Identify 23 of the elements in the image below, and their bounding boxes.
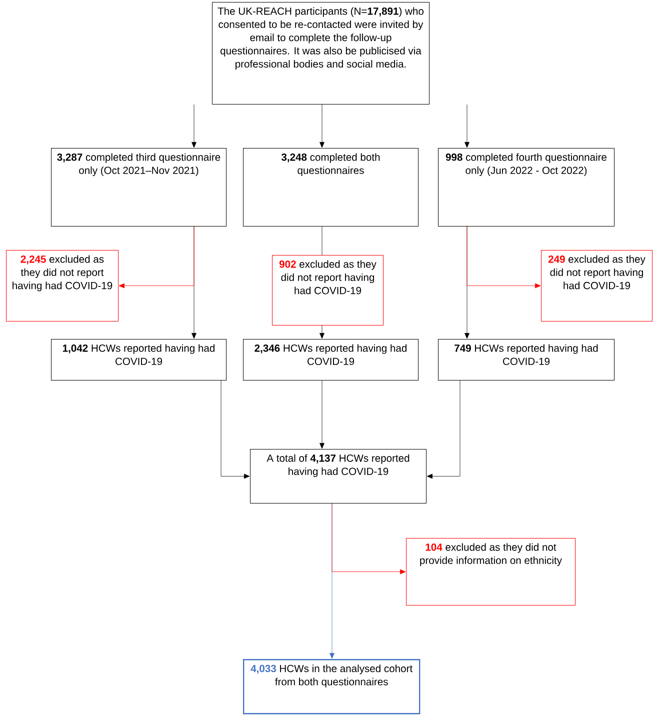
exclusion-box: 104 excluded as they did not provide information on ethnicity (406, 538, 576, 606)
exclusion-box: 249 excluded as they did not report having had COVID-19 (541, 250, 652, 322)
arrow (320, 104, 324, 148)
process-box: A total of 4,137 HCWs reported having had COVID-19 (250, 449, 426, 504)
process-box: 2,346 HCWs reported having had COVID-19 (243, 339, 418, 380)
process-box: 749 HCWs reported having had COVID-19 (438, 339, 614, 380)
process-box: 1,042 HCWs reported having had COVID-19 (51, 339, 226, 380)
exclusion-box: 2,245 excluded as they did not report having had COVID-19 (6, 250, 118, 322)
arrow (426, 380, 460, 479)
arrow (332, 503, 406, 574)
exclusion-box: 902 excluded as they did not report having had COVID-19 (272, 255, 384, 326)
arrow (192, 104, 196, 148)
arrow (320, 380, 324, 449)
process-box: 998 completed fourth questionnaire only (Jun 2022 - Oct 2022) (438, 148, 614, 226)
arrow (118, 226, 194, 288)
result-box: 4,033 HCWs in the analysed cohort from both questionnaires (243, 659, 420, 714)
process-box: 3,287 completed third questionnaire only (Oct 2021–Nov 2021) (51, 148, 226, 226)
process-box: 3,248 completed both questionnaires (243, 148, 418, 226)
arrow (464, 104, 470, 148)
arrow (320, 325, 324, 339)
process-box: The UK-REACH participants (N=17,891) who consented to be re-contacted were invited by email to complete the follow-up questionnaires. It was also be publicised via professional bodies and social media. (212, 2, 430, 104)
arrow (220, 380, 250, 479)
arrow (466, 226, 541, 288)
